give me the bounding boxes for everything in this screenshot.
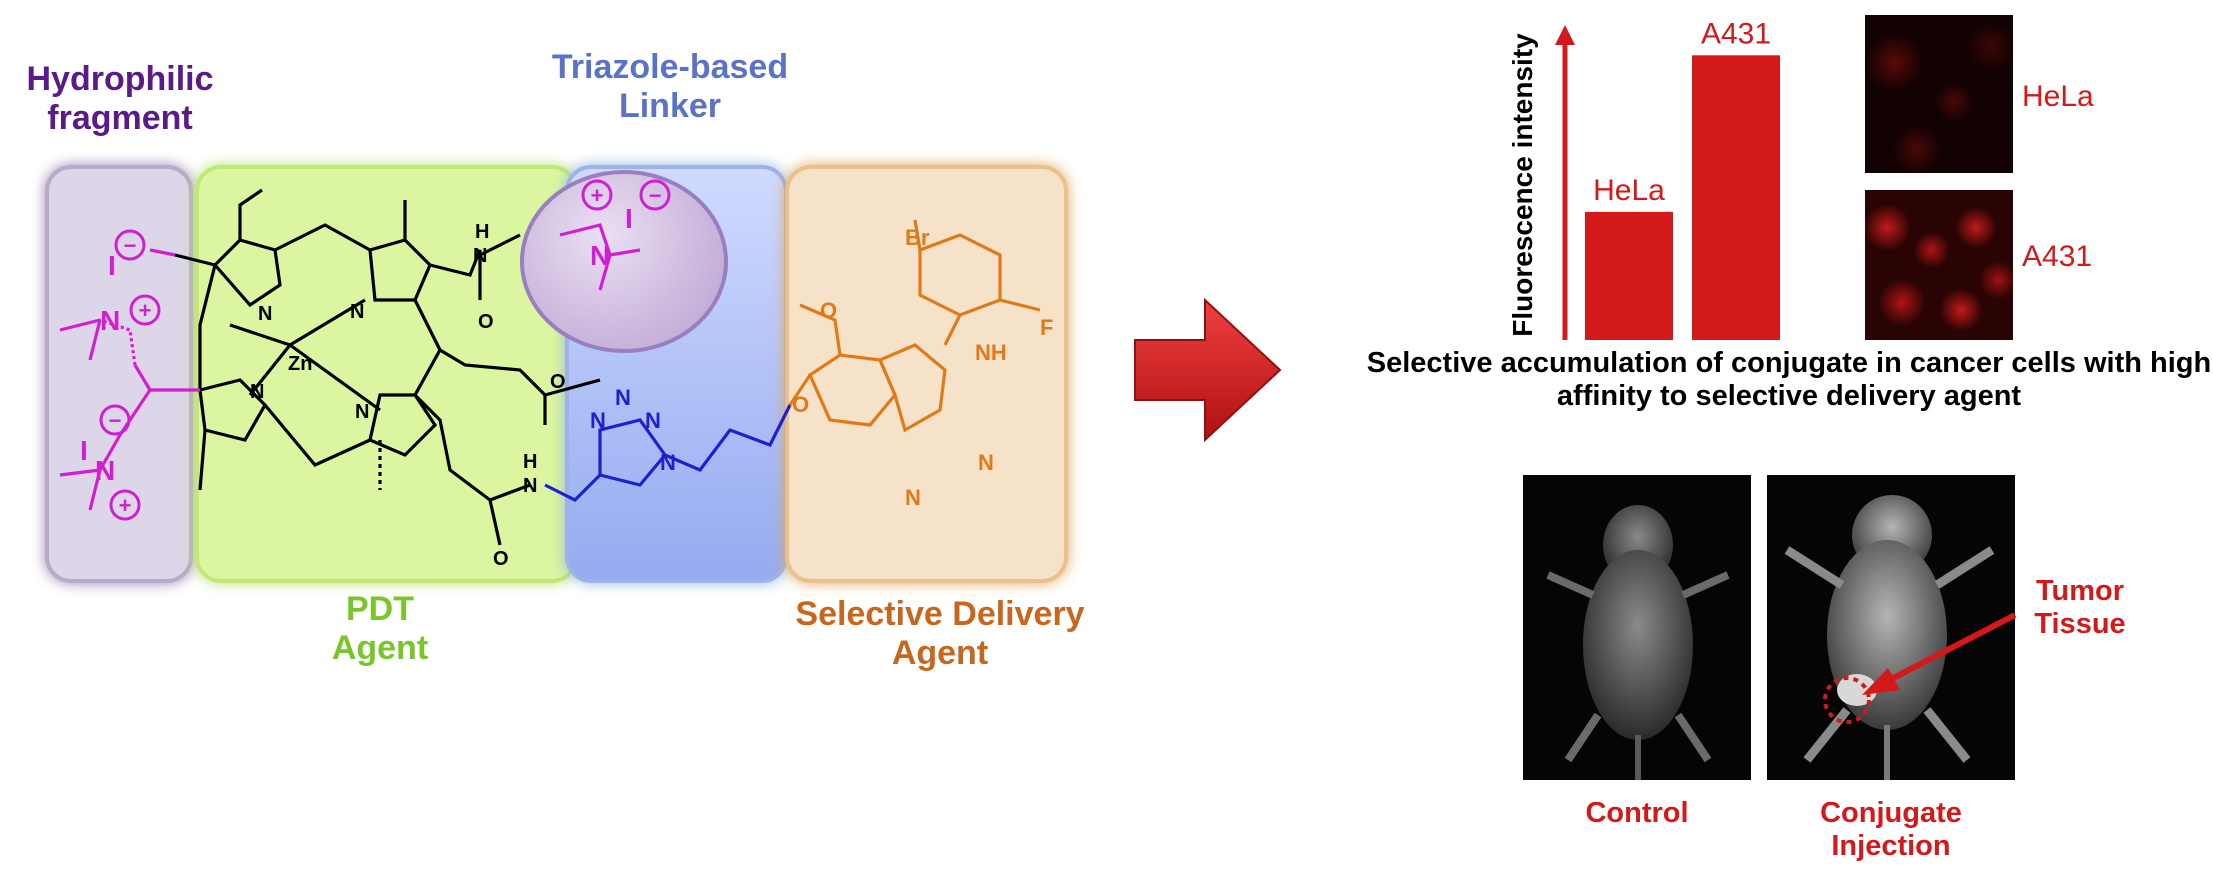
atom-nh: NH [975,340,1007,365]
right-arrow-icon [1134,297,1282,443]
tumor-arrow [1878,612,2017,688]
bar-a431 [1692,55,1780,341]
y-axis-label: Fluorescence intensity [1507,33,1538,337]
control-label: Control [1585,797,1689,829]
delivery-label: Selective Delivery Agent [795,595,1085,673]
pdt-box [195,165,578,583]
minus-charge-icon [114,229,146,261]
iodide-2: I [80,435,88,466]
selectivity-caption: Selective accumulation of conjugate in c… [1366,347,2212,413]
linker-label: Triazole-based Linker [551,48,789,126]
plus-sign: + [119,493,132,518]
atom-zn: Zn [288,353,312,375]
iodide-3: I [625,203,633,234]
atom-n5: N [473,245,487,267]
atom-n7: N [978,450,994,475]
minus-sign: − [109,408,122,433]
tumor-circle [1823,676,1871,724]
atom-br: Br [905,225,930,250]
fluorescence-bar-chart: Fluorescence intensity HeLa A431 [1507,17,1780,341]
triazole-n4: N [660,450,676,475]
atom-f: F [1040,315,1053,340]
bar-hela [1585,211,1673,340]
hydrophilic-label: Hydrophilic fragment [26,60,214,138]
triazole-n3: N [645,408,661,433]
atom-n1: N [258,303,272,325]
micrograph-hela-label: HeLa [2022,80,2094,113]
minus-sign: − [124,233,137,258]
minus-charge-icon [639,179,671,211]
porphyrin-core [174,188,601,546]
atom-o2: O [550,371,566,393]
control-mouse-image [1523,475,1751,780]
hydrophilic-chain [59,223,641,511]
tumor-tissue-label: Tumor Tissue [2034,575,2126,641]
tumor-arrowhead-icon [1862,668,1900,695]
plus-sign: + [139,298,152,323]
micrograph-hela [1865,15,2013,173]
plus-charge-icon [581,179,613,211]
atom-n4: N [250,381,264,403]
ammonium-n1: N [100,305,120,336]
triazole-n2: N [615,385,631,410]
atom-h2: H [523,451,537,473]
bar-label-hela: HeLa [1593,174,1665,207]
minus-sign: − [649,183,662,208]
atom-o4: O [792,392,809,417]
ammonium-n3: N [590,240,610,271]
ammonium-n2: N [95,455,115,486]
atom-h1: H [475,221,489,243]
bar-label-a431: A431 [1701,17,1771,50]
iodide-1: I [108,250,116,281]
atom-n2: N [350,301,364,323]
tumor-indicator [1823,612,2017,724]
atom-o1: O [478,311,494,333]
y-axis-arrowhead-icon [1555,25,1575,45]
atom-o3: O [493,548,509,570]
triazole-linker [544,404,792,502]
minus-charge-icon [99,404,131,436]
pdt-label: PDT Agent [331,590,429,668]
molecule-structure: Zn N N N N H N O O H N O N N N N O O Br … [59,179,1053,570]
atom-o5: O [820,298,837,323]
quinazoline [788,219,1041,433]
micrograph-a431-label: A431 [2022,240,2093,273]
micrograph-a431 [1865,190,2013,340]
conjugate-injection-label: Conjugate Injection [1820,797,1962,863]
plus-sign: + [591,183,604,208]
ammonium-circle [520,170,728,353]
plus-charge-icon [109,489,141,521]
atom-n6: N [523,475,537,497]
atom-n8: N [905,485,921,510]
triazole-n1: N [590,408,606,433]
plus-charge-icon [129,294,161,326]
delivery-box [785,165,1068,583]
atom-n3: N [355,401,369,423]
